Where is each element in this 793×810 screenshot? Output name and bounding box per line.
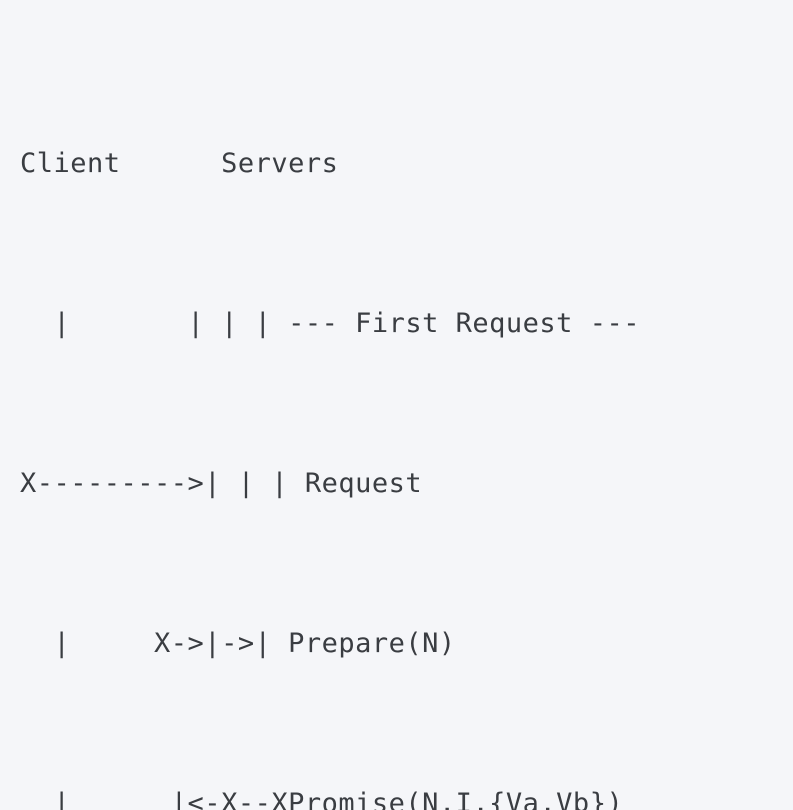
label-prepare: Prepare(N)	[288, 628, 456, 659]
ascii-art-block: Client Servers | | | | --- First Request…	[20, 24, 640, 810]
label-first-request-divider: --- First Request ---	[288, 308, 640, 339]
lifelines-first-request-divider: | | | |	[20, 308, 289, 339]
arrow-promise: | |<-X--X	[20, 788, 289, 810]
label-promise: Promise(N,I,{Va,Vb})	[288, 788, 624, 810]
sequence-diagram: Client Servers | | | | --- First Request…	[20, 148, 640, 810]
column-header-client-and-servers: Client Servers	[20, 148, 339, 179]
diagram-row-first-request-divider: | | | | --- First Request ---	[20, 304, 640, 344]
arrow-request: X--------->| | |	[20, 468, 305, 499]
label-request: Request	[304, 468, 423, 499]
diagram-row-prepare: | X->|->| Prepare(N)	[20, 624, 640, 664]
diagram-header-row: Client Servers	[20, 144, 640, 184]
diagram-row-promise: | |<-X--XPromise(N,I,{Va,Vb})	[20, 784, 640, 810]
diagram-row-request: X--------->| | | Request	[20, 464, 640, 504]
arrow-prepare: | X->|->|	[20, 628, 289, 659]
